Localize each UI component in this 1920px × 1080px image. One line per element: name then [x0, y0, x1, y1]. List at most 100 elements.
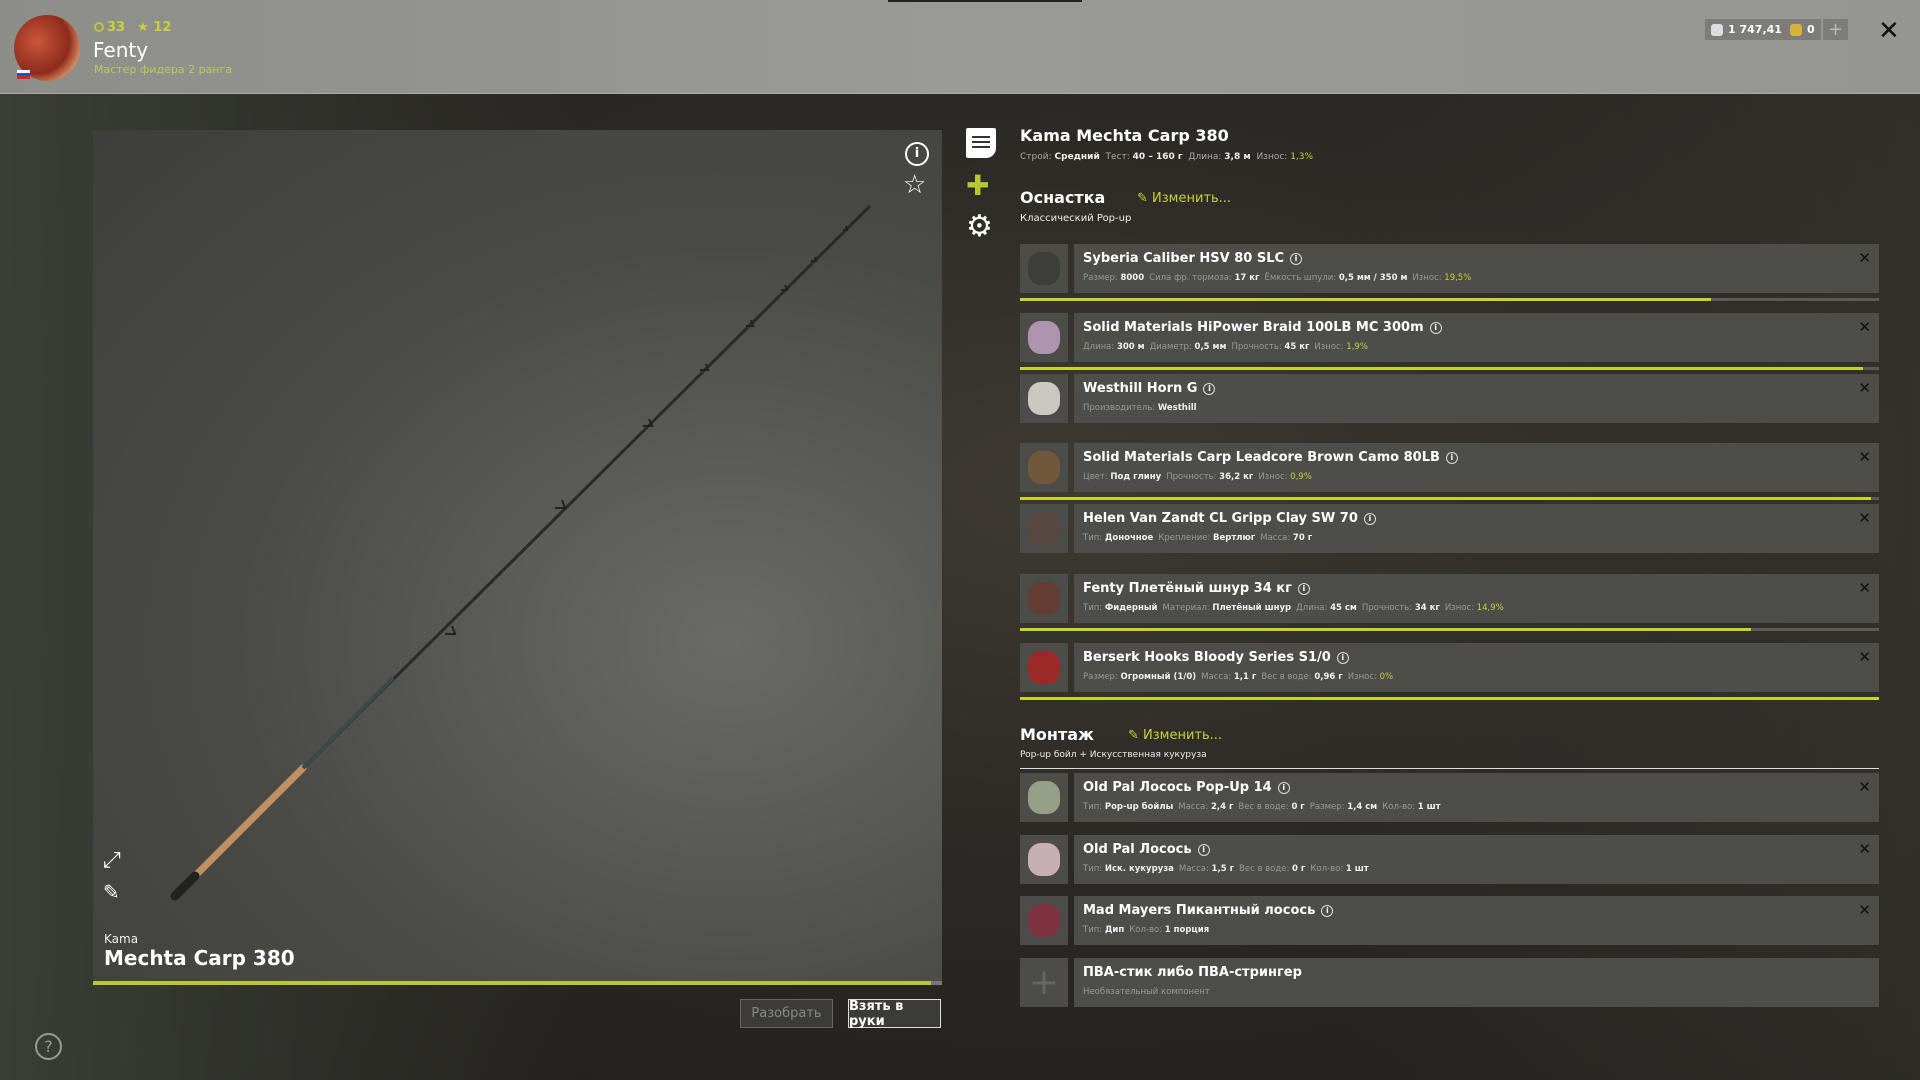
fullscreen-expand-icon[interactable]: ⤢ [103, 848, 121, 873]
wear-label: Износ: [1258, 472, 1291, 482]
remove-item-button[interactable]: ✕ [1858, 778, 1871, 796]
info-icon[interactable]: i [1363, 513, 1376, 525]
help-icon[interactable]: ? [35, 1033, 62, 1060]
condition-fill [1020, 628, 1751, 631]
prop-label: Масса: [1201, 672, 1232, 682]
prop-value: Плетёный шнур [1212, 603, 1292, 613]
prop-label: Вес в воде: [1239, 864, 1290, 874]
details-tab-icon[interactable] [966, 128, 996, 158]
disassemble-button[interactable]: Разобрать [740, 999, 833, 1028]
prop-value: 0,96 г [1314, 672, 1343, 682]
add-gold-button[interactable]: + [1823, 19, 1849, 40]
info-icon[interactable]: i [1277, 782, 1290, 794]
item-thumbnail [1020, 244, 1068, 293]
silver-amount: 1 747,41 [1728, 23, 1782, 36]
prop-label: Кол-во: [1129, 925, 1163, 935]
prop-value: Вертлюг [1213, 533, 1256, 543]
info-icon[interactable]: i [905, 142, 929, 166]
rod-prop-value: 40 – 160 г [1132, 152, 1183, 162]
rod-viewer[interactable]: i ☆ ⤢ ✎ [93, 130, 942, 982]
info-icon[interactable]: i [1203, 383, 1216, 395]
prop-value: Westhill [1157, 403, 1197, 413]
settings-gear-icon[interactable]: ⚙ [966, 209, 993, 244]
info-icon[interactable]: i [1445, 452, 1458, 464]
equipment-row[interactable]: Solid Materials Carp Leadcore Brown Camo… [1020, 443, 1879, 500]
info-icon[interactable]: i [1336, 652, 1349, 664]
prop-value: 0 г [1292, 864, 1306, 874]
remove-item-button[interactable]: ✕ [1858, 448, 1871, 466]
condition-fill [1020, 697, 1879, 700]
remove-item-button[interactable]: ✕ [1858, 840, 1871, 858]
info-icon[interactable]: i [1297, 583, 1310, 595]
condition-bar [1020, 697, 1879, 700]
remove-item-button[interactable]: ✕ [1858, 648, 1871, 666]
condition-bar [1020, 298, 1879, 301]
condition-bar [1020, 367, 1879, 370]
edit-mount-button[interactable]: ✎ Изменить... [1128, 728, 1222, 743]
prop-label: Прочность: [1231, 342, 1282, 352]
info-icon[interactable]: i [1290, 253, 1303, 265]
remove-item-button[interactable]: ✕ [1858, 901, 1871, 919]
remove-item-button[interactable]: ✕ [1858, 509, 1871, 527]
remove-item-button[interactable]: ✕ [1858, 379, 1871, 397]
level-icon [94, 22, 104, 32]
wear-label: Износ: [1412, 273, 1445, 283]
mount-heading: Монтаж [1020, 725, 1094, 744]
take-in-hands-button[interactable]: Взять в руки [848, 999, 941, 1029]
info-icon[interactable]: i [1197, 844, 1210, 856]
prop-label: Масса: [1178, 802, 1209, 812]
prop-label: Тип: [1083, 802, 1103, 812]
prop-label: Масса: [1178, 864, 1209, 874]
wear-value: 0,9% [1290, 472, 1312, 482]
prop-value: 2,4 г [1210, 802, 1234, 812]
prop-value: 0,5 мм / 350 м [1338, 273, 1408, 283]
player-name: Fenty [93, 38, 149, 62]
rod-image [170, 204, 872, 901]
equipment-row[interactable]: Solid Materials HiPower Braid 100LB MC 3… [1020, 313, 1879, 370]
info-icon[interactable]: i [1429, 322, 1442, 334]
prop-value: 1 шт [1345, 864, 1369, 874]
prop-value: Огромный (1/0) [1120, 672, 1197, 682]
rename-pencil-icon[interactable]: ✎ [103, 880, 120, 904]
edit-tackle-button[interactable]: ✎ Изменить... [1137, 191, 1231, 206]
rod-prop-label: Тест: [1105, 152, 1130, 162]
item-thumbnail [1020, 504, 1068, 553]
rod-brand: Kama [104, 932, 139, 946]
prop-label: Крепление: [1158, 533, 1211, 543]
item-name: Fenty Плетёный шнур 34 кг [1083, 581, 1292, 596]
wear-label: Износ: [1444, 603, 1477, 613]
item-thumbnail [1020, 374, 1068, 423]
remove-item-button[interactable]: ✕ [1858, 249, 1871, 267]
rod-prop-label: Длина: [1188, 152, 1222, 162]
mount-type: Pop-up бойл + Искусственная кукуруза [1020, 750, 1207, 760]
tackle-puzzle-icon[interactable]: ✚ [966, 169, 990, 202]
info-icon[interactable]: i [1321, 905, 1334, 917]
tackle-heading: Оснастка [1020, 188, 1106, 207]
prop-value: 1,5 г [1211, 864, 1235, 874]
prop-value: 1 шт [1417, 802, 1441, 812]
item-thumbnail [1020, 896, 1068, 945]
edit-tackle-label: Изменить... [1152, 191, 1232, 206]
wear-value: 0% [1379, 672, 1394, 682]
close-button[interactable]: ✕ [1878, 16, 1900, 46]
prop-value: 1,4 см [1347, 802, 1378, 812]
prop-label: Тип: [1083, 864, 1103, 874]
condition-fill [1020, 298, 1712, 301]
condition-bar [1020, 497, 1879, 500]
wear-value: 1,9% [1346, 342, 1368, 352]
item-thumbnail [1020, 574, 1068, 623]
remove-item-button[interactable]: ✕ [1858, 318, 1871, 336]
prop-value: 36,2 кг [1219, 472, 1254, 482]
remove-item-button[interactable]: ✕ [1858, 579, 1871, 597]
favorite-star-icon[interactable]: ☆ [903, 170, 927, 200]
